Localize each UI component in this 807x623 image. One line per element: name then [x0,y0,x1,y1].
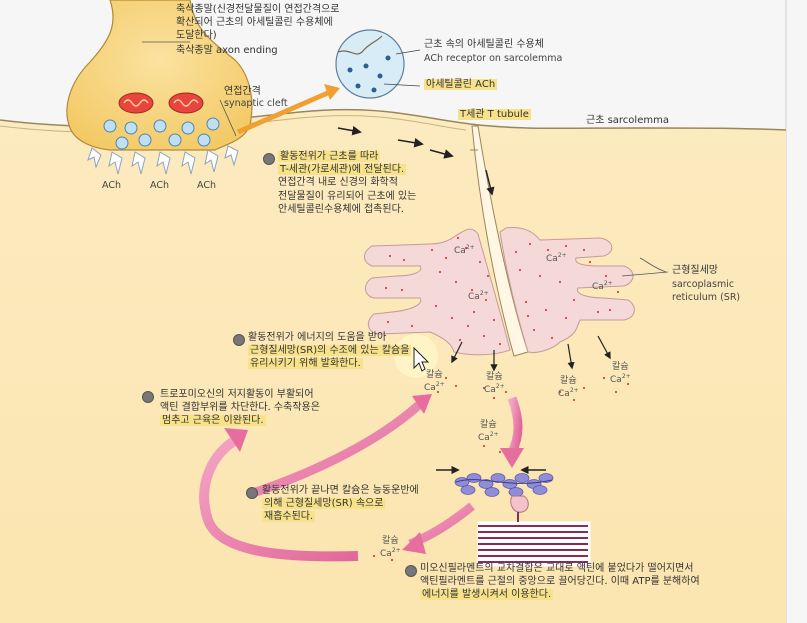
step3-line: 멈추고 근육은 이완된다. [160,415,266,427]
t-tubule-label: T세관 T tubule [458,108,531,121]
axon-note-line: 축삭종말(신경전달물질이 연접간격으로 [176,4,340,15]
sr-label-ko: 근형질세망 [672,265,718,276]
step1-line: 전달물질이 유리되어 근초에 있는 [278,190,417,202]
step3-bullet [142,391,154,403]
receptor-label-ko: 근초 속의 아세틸콜린 수용체 [424,39,544,50]
step1-line: 안세틸콜린수용체에 접촉된다. [278,203,404,215]
step1-line: 활동전위가 근초를 따라 [278,151,381,162]
pink-loop-arrow [199,435,359,562]
step3-line: 트로포미오신의 저지활동이 부활되어 [160,389,314,400]
sr-ca-label: Ca2+ [546,252,567,264]
step5-text: 미오신필라멘트의 교차결합은 교대로 액틴에 붙었다가 떨어지면서 액틴필라멘트… [420,562,700,602]
sr-ca-label: Ca2+ [454,244,475,256]
pink-arrow-down [507,396,523,455]
step1-text: 활동전위가 근초를 따라 T-세관(가로세관)에 전달된다. 연접간격 내로 신… [278,150,416,216]
step4-line: 활동전위가 끝나면 칼슘은 능동운반에 [262,485,419,496]
propagation-arrows [337,125,454,159]
axon-label: 축삭종말 axon ending [176,45,278,56]
step4-line: 재흡수된다. [262,511,316,523]
step2-line: 유리시키기 위해 발화한다. [248,358,363,370]
axon-ending [66,0,253,151]
sr-calcium-dots [384,236,620,346]
sr-label-en1: sarcoplasmic [672,279,735,290]
step1-bullet [263,153,275,165]
step4-line: 의해 근형질세망(SR) 속으로 [262,498,386,510]
axon-note-line: 확산되어 근초의 아세틸콜린 수용체에 [176,17,333,29]
t-tubule-text: T세관 T tubule [458,109,531,120]
step5-bullet [405,565,417,577]
step5-line: 미오신필라멘트의 교차결합은 교대로 액틴에 붙었다가 떨어지면서 [420,563,694,574]
axon-note: 축삭종말(신경전달물질이 연접간격으로 확산되어 근초의 아세틸콜린 수용체에 … [176,3,339,43]
myofilaments [436,465,591,567]
ach-label: ACh [102,180,121,191]
sr-left [364,228,511,356]
step5-line: 에너지를 발생시켜서 이용한다. [420,589,554,601]
sarcolemma-label: 근초 sarcolemma [586,115,669,126]
step2-text: 활동전위가 에너지의 도움을 받아 근형질세망(SR)의 수조에 있는 칼슘을 … [248,331,412,371]
mitochondria [118,92,204,114]
axon-note-line: 도달한다) [176,30,217,42]
zoom-arrow [237,89,331,135]
synaptic-folds [87,145,239,175]
sr-right [499,227,635,353]
cleft-label-en: synaptic cleft [224,98,288,109]
cleft-label-ko: 연접간격 [224,86,261,97]
step4-bullet [246,487,258,499]
mouse-cursor [413,346,430,372]
ach-legend-label: 아세틸콜린 ACh [424,78,498,91]
step2-line: 활동전위가 에너지의 도움을 받아 [248,332,387,343]
sr-ca-label: Ca2+ [468,290,489,302]
ach-legend-text: 아세틸콜린 ACh [424,79,498,90]
step4-text: 활동전위가 끝나면 칼슘은 능동운반에 의해 근형질세망(SR) 속으로 재흡수… [262,484,419,524]
receptor-label-en: ACh receptor on sarcolemma [424,53,563,64]
ach-label: ACh [197,180,216,191]
receptor-zoom [335,29,421,99]
step1-line: 연접간격 내로 신경의 화학적 [278,177,398,189]
calcium-release-arrows [451,335,611,372]
pink-arrow-up [254,400,424,497]
ach-label: ACh [150,180,169,191]
step3-text: 트로포미오신의 저지활동이 부활되어 액틴 결합부위를 차단한다. 수축작용은 … [160,388,320,428]
step3-line: 액틴 결합부위를 차단한다. 수축작용은 [160,402,320,414]
step1-line: T-세관(가로세관)에 전달된다. [278,164,407,176]
step5-line: 액틴필라멘트를 근절의 중앙으로 끌어당긴다. 이때 ATP를 분해하여 [420,576,700,588]
sr-label-en2: reticulum (SR) [672,292,741,303]
step2-line: 근형질세망(SR)의 수조에 있는 칼슘을 [248,345,412,357]
ach-vesicles [103,117,220,150]
step2-bullet [233,334,245,346]
sr-ca-label: Ca2+ [592,280,613,292]
